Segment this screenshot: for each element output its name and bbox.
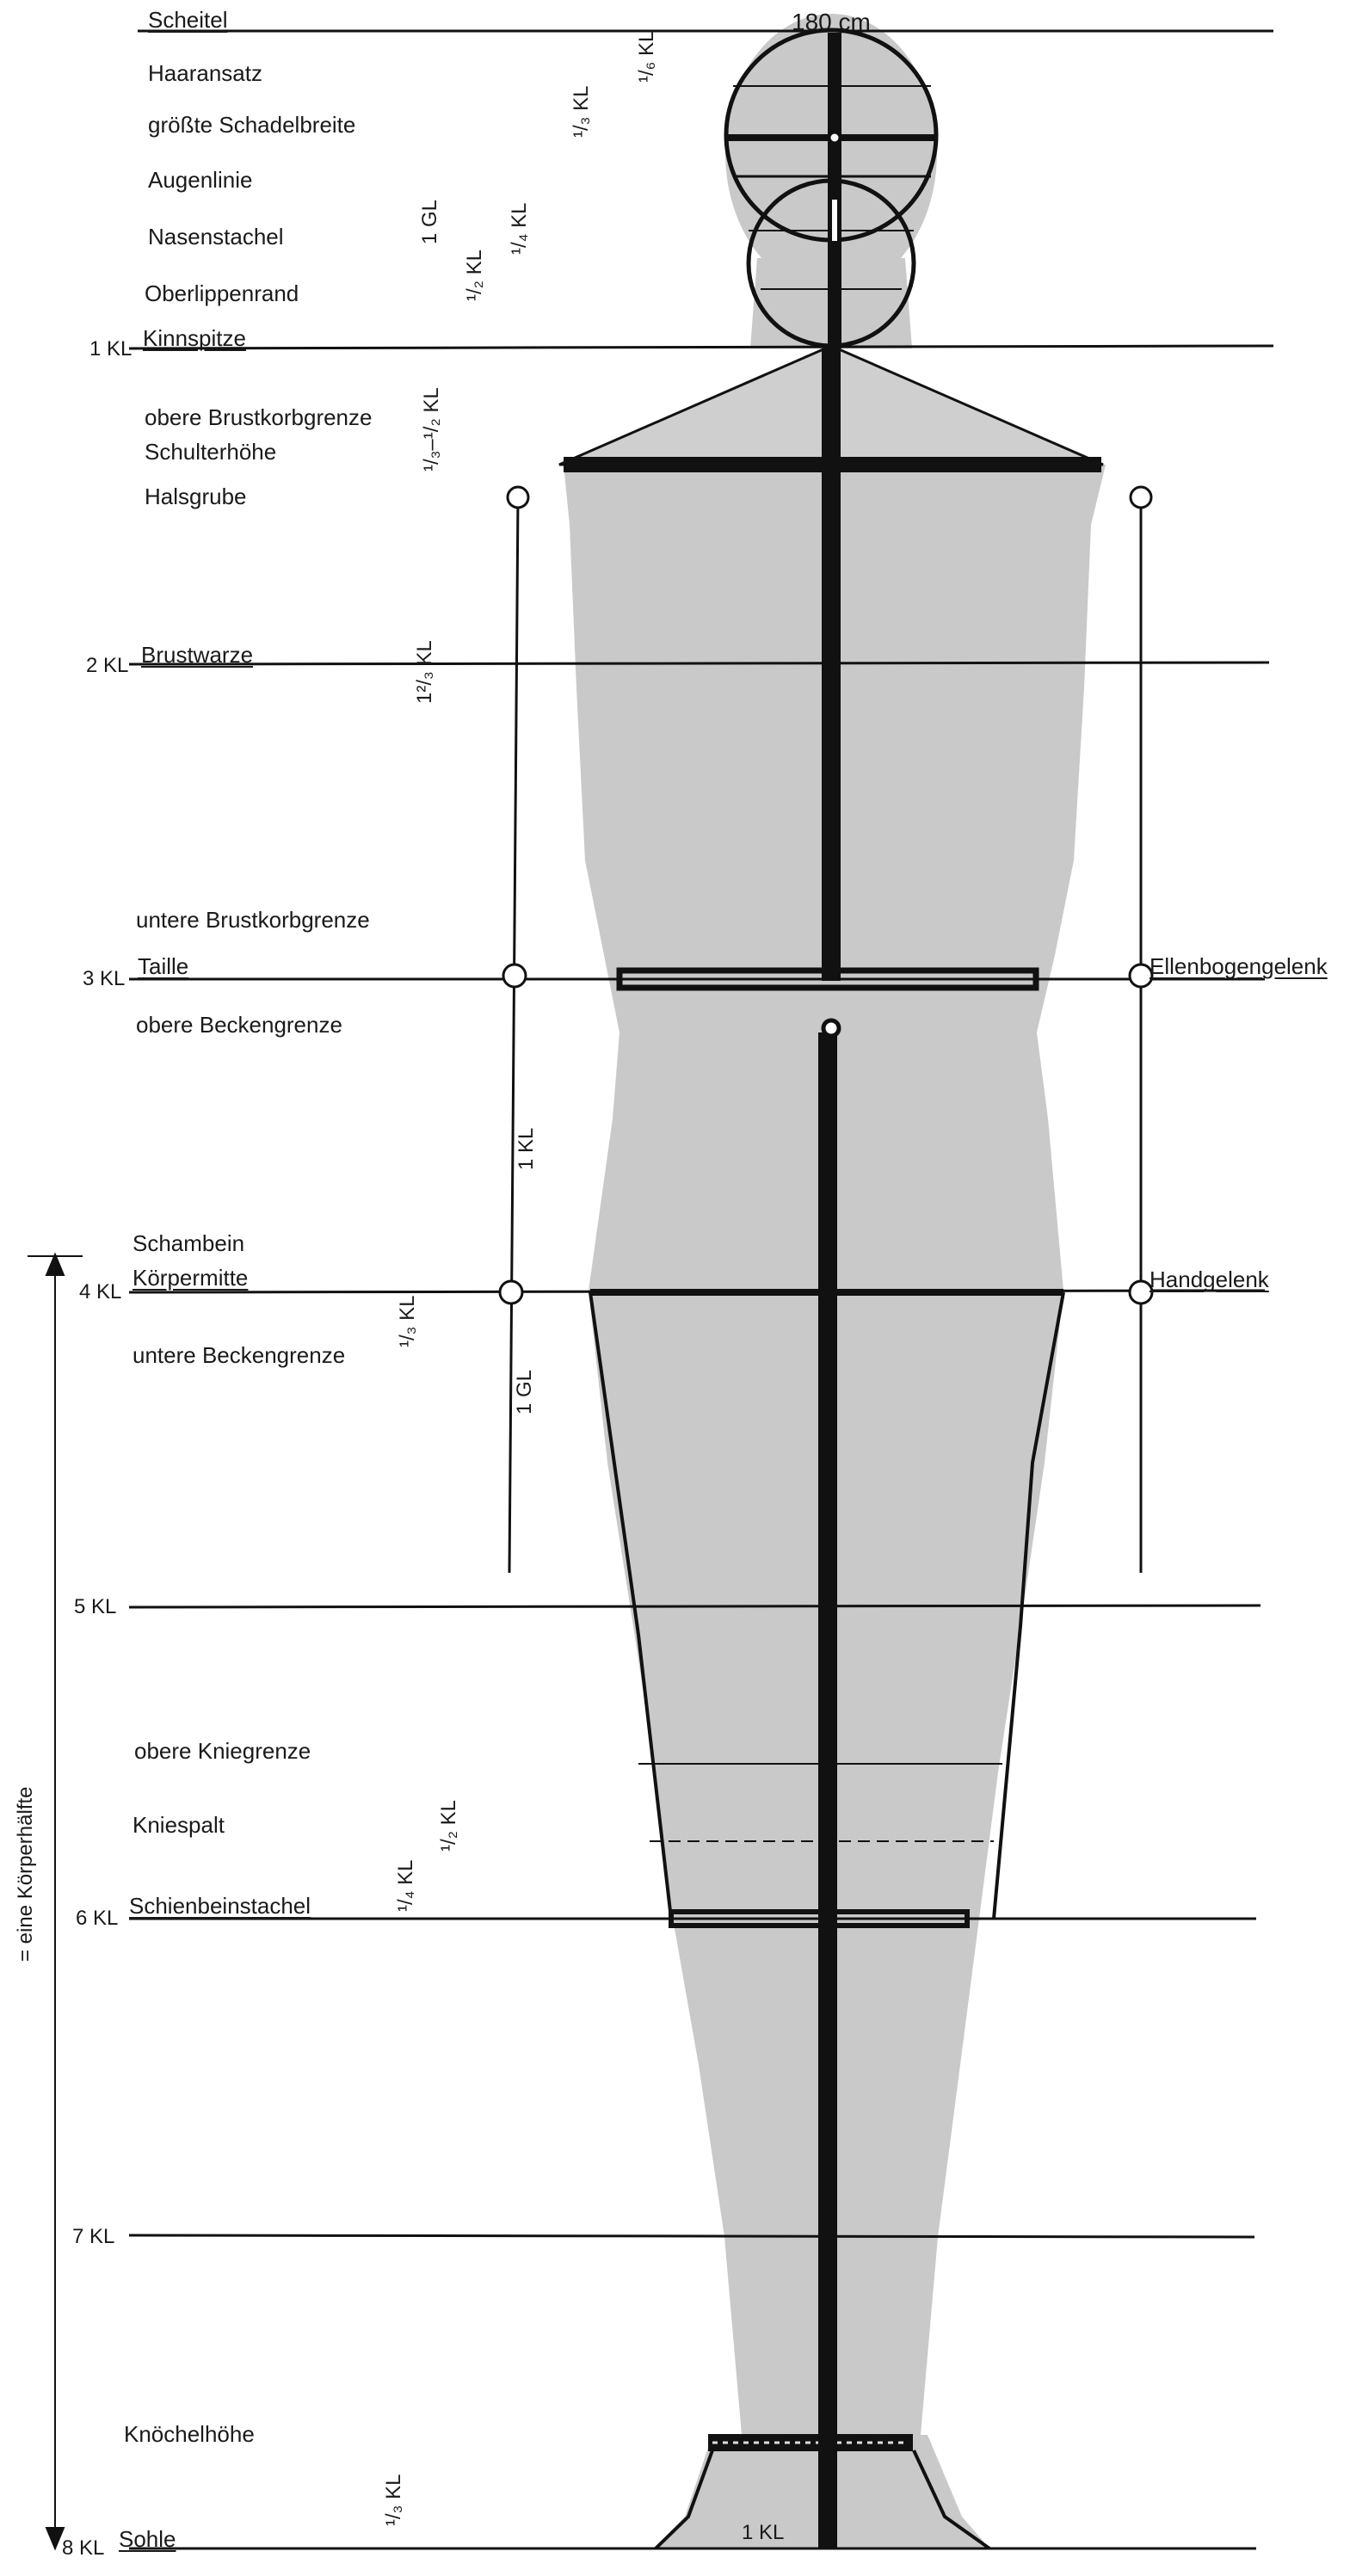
label-becken-oben: obere Beckengrenze — [136, 1012, 342, 1038]
measure-knee-quarter: ¹/₄ KL — [394, 1860, 418, 1912]
label-handgelenk: Handgelenk — [1150, 1266, 1269, 1292]
label-brustkorb-unten: untere Brustkorbgrenze — [136, 907, 370, 933]
right-shoulder-joint — [1131, 487, 1151, 508]
label-brustkorb-oben: obere Brustkorbgrenze — [145, 404, 372, 430]
measure-half-body: = eine Körperhälfte — [14, 1787, 38, 1962]
measure-forearm-kl: 1 KL — [515, 1128, 539, 1170]
line-7kl — [129, 2235, 1254, 2237]
left-shoulder-joint — [508, 487, 528, 508]
measure-half-kl: ¹/₂ KL — [463, 250, 487, 301]
label-koerpermitte: Körpermitte — [133, 1265, 248, 1291]
label-scheitel: Scheitel — [148, 7, 228, 33]
measure-quarter-kl: ¹/₄ KL — [508, 203, 532, 255]
label-augenlinie: Augenlinie — [148, 167, 252, 193]
left-elbow-joint — [503, 964, 526, 987]
line-2kl — [129, 662, 1269, 664]
label-schienbein: Schienbeinstachel — [129, 1893, 311, 1919]
line-1kl — [129, 346, 1273, 348]
kl-mark-1: 1 KL — [89, 337, 132, 361]
label-kniegrenze-oben: obere Kniegrenze — [134, 1738, 311, 1764]
kl-mark-7: 7 KL — [72, 2225, 114, 2249]
label-becken-unten: untere Beckengrenze — [133, 1342, 345, 1368]
measure-chest: 1²/₃ KL — [413, 640, 437, 704]
label-brustwarze: Brustwarze — [141, 642, 253, 668]
label-schulterhoehe: Schulterhöhe — [145, 439, 276, 465]
label-sohle: Sohle — [119, 2526, 176, 2552]
label-knoechel: Knöchelhöhe — [124, 2421, 255, 2447]
kl-mark-3: 3 KL — [83, 967, 125, 991]
kl-mark-8: 8 KL — [62, 2536, 104, 2561]
measure-head-sixth: ¹/₆ KL — [635, 31, 659, 83]
measure-head-third: ¹/₃ KL — [570, 86, 594, 138]
measure-neck-range: ¹/₃–¹/₂ KL — [420, 387, 444, 471]
line-5kl — [129, 1605, 1260, 1607]
measure-one-gl: 1 GL — [418, 200, 442, 244]
left-wrist-joint — [500, 1281, 522, 1303]
measure-foot-kl: 1 KL — [742, 2521, 784, 2545]
height-label: 180 cm — [792, 9, 871, 36]
label-schaedelbreite: größte Schadelbreite — [148, 112, 355, 138]
measure-ankle-third: ¹/₃ KL — [382, 2474, 406, 2526]
measure-hip-third: ¹/₃ KL — [396, 1296, 420, 1347]
label-oberlippenrand: Oberlippenrand — [145, 280, 299, 306]
measure-knee-half: ¹/₂ KL — [437, 1800, 461, 1852]
kl-mark-2: 2 KL — [86, 654, 128, 678]
kl-mark-5: 5 KL — [74, 1595, 116, 1619]
label-ellenbogen: Ellenbogengelenk — [1150, 953, 1328, 979]
label-kinnspitze: Kinnspitze — [143, 325, 246, 351]
label-haaransatz: Haaransatz — [148, 60, 262, 86]
kl-mark-4: 4 KL — [79, 1280, 121, 1304]
label-taille: Taille — [138, 953, 188, 979]
label-kniespalt: Kniespalt — [133, 1812, 225, 1838]
measure-hand-gl: 1 GL — [513, 1370, 537, 1414]
label-halsgrube: Halsgrube — [145, 484, 247, 509]
label-nasenstachel: Nasenstachel — [148, 224, 284, 250]
label-schambein: Schambein — [133, 1230, 244, 1256]
kl-mark-6: 6 KL — [76, 1907, 118, 1931]
